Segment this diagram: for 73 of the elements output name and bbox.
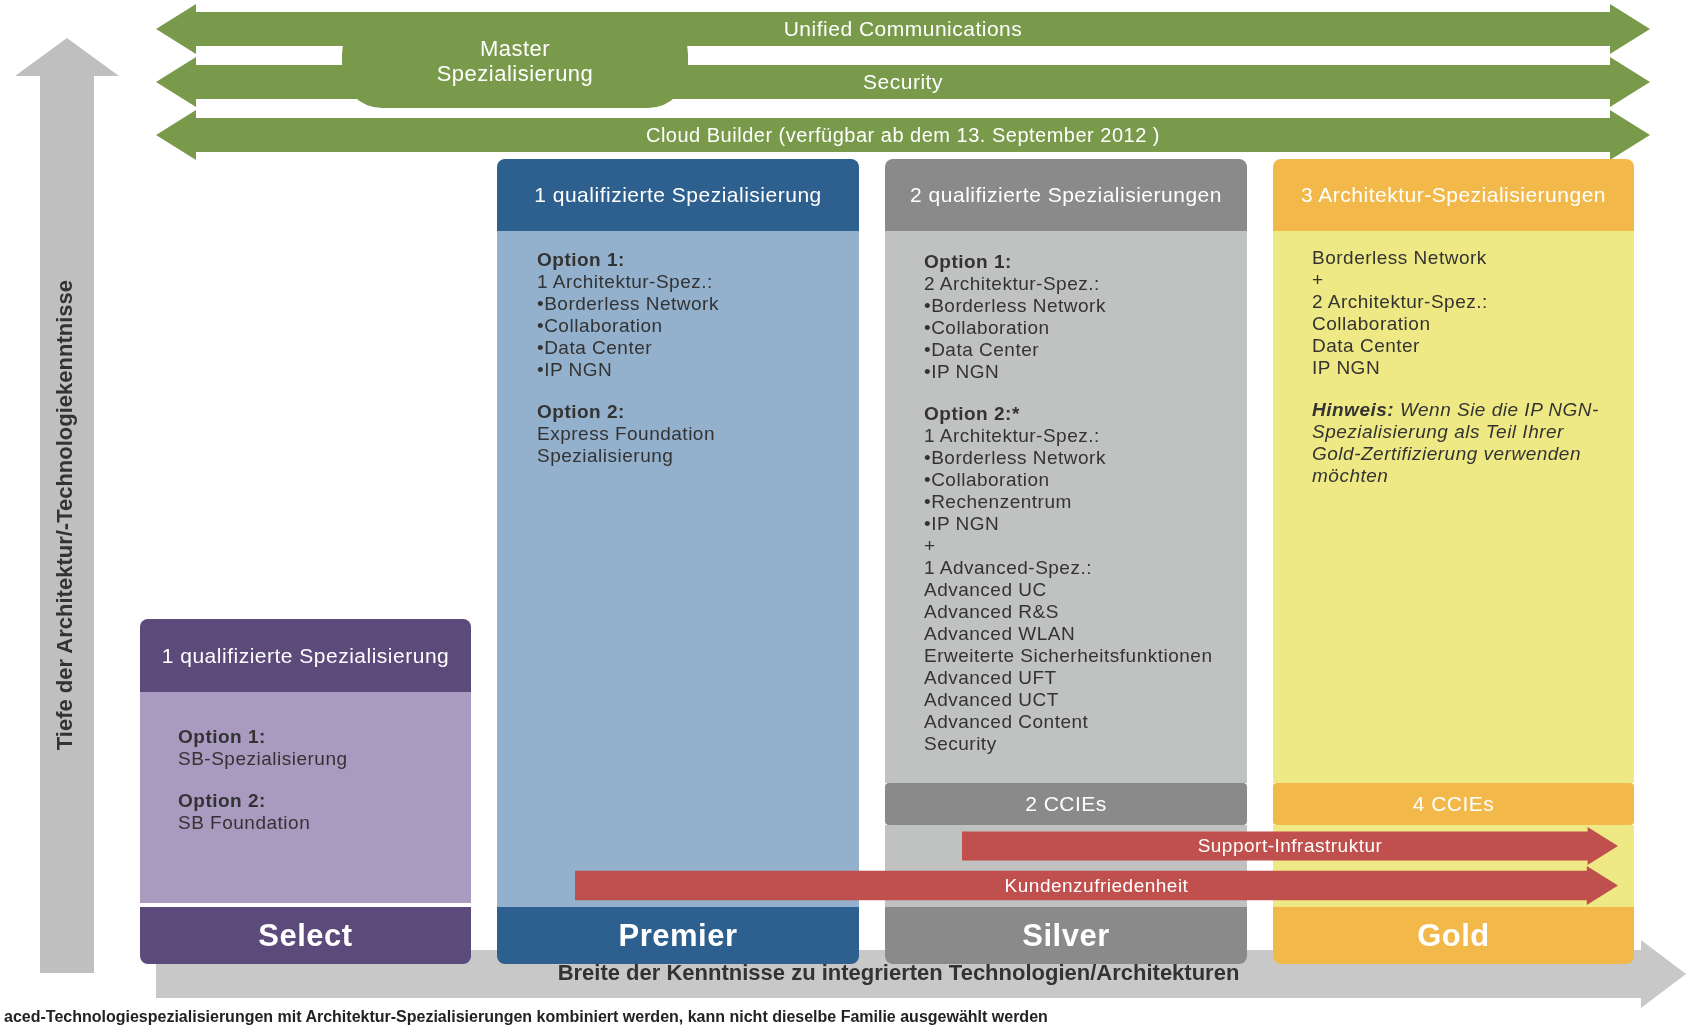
list-item: IP NGN — [1312, 357, 1381, 379]
list-item: Borderless Network — [1312, 247, 1487, 269]
banner-label: Support-Infrastruktur — [1197, 835, 1383, 857]
caption-text: aced-Technologiespezialisierungen mit Architektur-Spezialisierungen kombiniert werden, kann nicht dieselbe Familie ausgewählt werden — [4, 1008, 1048, 1026]
axis-label: Breite der Kenntnisse zu integrierten Technologien/Architekturen — [556, 960, 1241, 986]
band-label: Cloud Builder (verfügbar ab dem 13. September 2012 ) — [645, 123, 1161, 147]
list-item: Express Foundation Spezialisierung — [537, 423, 716, 467]
header-bar — [497, 159, 859, 231]
band-label: Unified Communications — [783, 17, 1023, 41]
option-heading: Option 1: — [537, 249, 625, 271]
content-panel — [1273, 231, 1634, 783]
list-item: •Borderless Network — [924, 447, 1106, 469]
list-item: Advanced R&S — [924, 601, 1059, 623]
list-item: Advanced UC — [924, 579, 1047, 601]
level-label: Silver — [1022, 918, 1110, 953]
heading-text: 3 Architektur-Spezialisierungen — [1301, 183, 1606, 207]
content-panel — [497, 231, 859, 907]
list-item: SB-Spezialisierung — [178, 748, 348, 770]
list-item: •Collaboration — [924, 317, 1050, 339]
panel-label: Master Spezialisierung — [435, 36, 595, 86]
list-item: •Collaboration — [924, 469, 1050, 491]
list-item: •IP NGN — [537, 359, 613, 381]
list-item: •IP NGN — [924, 513, 1000, 535]
axis-label: Tiefe der Architektur/-Technologiekenntnisse — [52, 280, 78, 751]
list-item: Advanced Content Security — [924, 711, 1090, 755]
option-heading: Option 1: — [924, 251, 1012, 273]
list-item: •IP NGN — [924, 361, 1000, 383]
count-bar — [885, 783, 1247, 825]
list-item: 2 Architektur-Spez.: — [1312, 291, 1488, 313]
footer-bar — [497, 907, 859, 964]
heading-text: 1 qualifizierte Spezialisierung — [534, 183, 822, 207]
level-label: Select — [258, 918, 353, 953]
banner-label: Kundenzufriedenheit — [1004, 874, 1189, 897]
list-item: 1 Architektur-Spez.: — [537, 271, 713, 293]
list-item: •Borderless Network — [537, 293, 719, 315]
header-bar — [1273, 159, 1634, 231]
list-item: •Borderless Network — [924, 295, 1106, 317]
band-label: Security — [863, 70, 943, 94]
list-item: 1 Architektur-Spez.: — [924, 425, 1100, 447]
list-item: 2 Architektur-Spez.: — [924, 273, 1100, 295]
content-panel — [885, 231, 1247, 783]
list-item: •Rechenzentrum — [924, 491, 1072, 513]
header-bar — [885, 159, 1247, 231]
list-item: Advanced UCT — [924, 689, 1059, 711]
list-item: 1 Advanced-Spez.: — [924, 557, 1092, 579]
header-bar — [140, 619, 471, 692]
list-item: •Data Center — [924, 339, 1040, 361]
list-item: + — [1312, 269, 1324, 291]
footer-bar — [885, 907, 1247, 964]
list-item: •Data Center — [537, 337, 653, 359]
count-label: 2 CCIEs — [1025, 792, 1107, 816]
note-text: Hinweis: Wenn Sie die IP NGN-Spezialisierung als Teil Ihrer Gold-Zertifizierung verwenden möchten — [1312, 399, 1600, 487]
list-item: Advanced WLAN — [924, 623, 1076, 645]
list-item: SB Foundation — [178, 812, 311, 834]
heading-text: 2 qualifizierte Spezialisierungen — [910, 183, 1222, 207]
option-heading: Option 1: — [178, 726, 266, 748]
list-item: Data Center — [1312, 335, 1420, 357]
option-heading: Option 2:* — [924, 403, 1020, 425]
count-bar — [1273, 783, 1634, 825]
option-heading: Option 2: — [178, 790, 266, 812]
list-item: Advanced UFT — [924, 667, 1057, 689]
list-item: Erweiterte Sicherheitsfunktionen — [924, 645, 1213, 667]
list-item: •Collaboration — [537, 315, 663, 337]
footer-bar — [140, 907, 471, 964]
level-label: Gold — [1417, 918, 1490, 953]
heading-text: 1 qualifizierte Spezialisierung — [161, 643, 450, 668]
count-label: 4 CCIEs — [1412, 792, 1495, 816]
content-panel — [140, 692, 471, 903]
level-label: Premier — [618, 918, 738, 953]
list-item: + — [924, 535, 936, 557]
list-item: Collaboration — [1312, 313, 1431, 335]
option-heading: Option 2: — [537, 401, 625, 423]
footer-bar — [1273, 907, 1634, 964]
